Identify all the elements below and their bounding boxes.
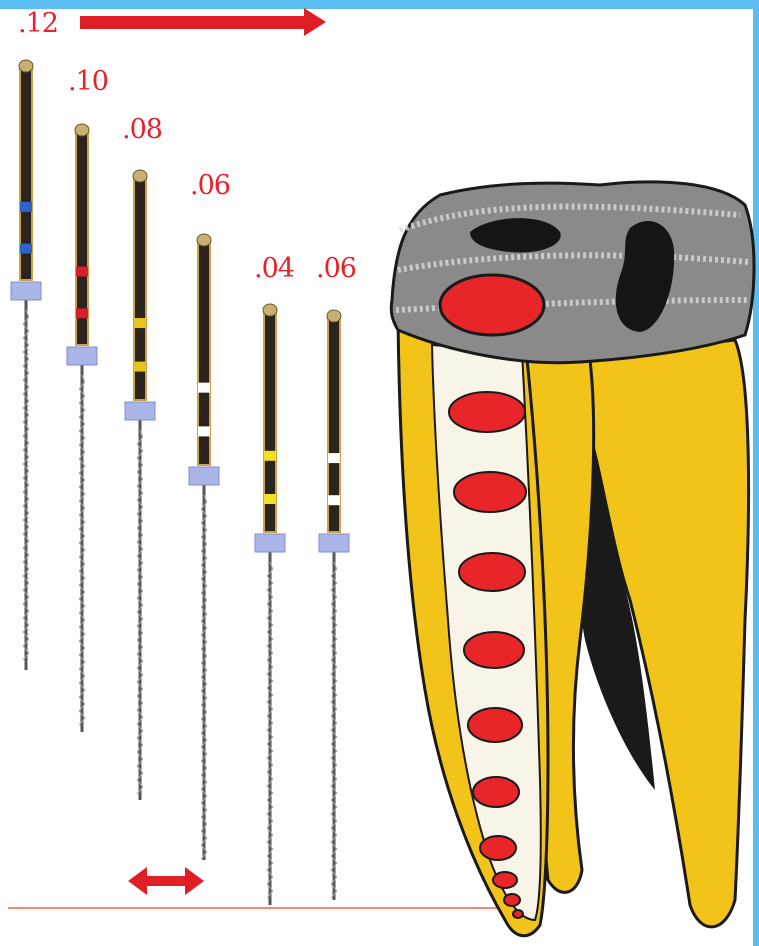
files-group	[11, 60, 349, 905]
file-rubber-stop	[125, 402, 155, 420]
canal-segment	[473, 777, 519, 807]
taper-label: .06	[190, 170, 230, 201]
canal-segment	[459, 553, 525, 591]
canal-segment	[480, 836, 516, 860]
file-color-band	[198, 426, 210, 436]
file-color-band	[134, 318, 146, 328]
tooth-illustration	[391, 182, 754, 936]
endo-file	[255, 304, 285, 905]
endo-file	[67, 124, 97, 732]
file-knob	[327, 310, 341, 322]
canal-segment	[513, 910, 523, 918]
canal-segment	[493, 872, 517, 888]
file-rubber-stop	[67, 347, 97, 365]
canal-segment	[464, 632, 524, 668]
file-color-band	[20, 244, 32, 254]
endo-file	[189, 234, 219, 860]
file-knob	[133, 170, 147, 182]
canal-orifice	[440, 275, 544, 335]
taper-label: .10	[68, 66, 108, 97]
endo-file	[11, 60, 41, 670]
file-color-band	[134, 362, 146, 372]
taper-label: .06	[316, 253, 356, 284]
file-color-band	[328, 495, 340, 505]
top-direction-arrow	[80, 8, 326, 36]
file-knob	[19, 60, 33, 72]
canal-segment	[468, 708, 522, 742]
canal-segment	[504, 894, 520, 906]
bottom-double-arrow	[128, 867, 204, 895]
file-knob	[263, 304, 277, 316]
file-knob	[197, 234, 211, 246]
file-color-band	[328, 453, 340, 463]
file-color-band	[264, 494, 276, 504]
file-color-band	[76, 308, 88, 318]
taper-label: .08	[122, 114, 162, 145]
file-rubber-stop	[11, 282, 41, 300]
file-color-band	[198, 383, 210, 393]
taper-label: .04	[254, 253, 294, 284]
file-rubber-stop	[319, 534, 349, 552]
endo-file	[319, 310, 349, 900]
file-color-band	[20, 202, 32, 212]
file-knob	[75, 124, 89, 136]
canal-segment	[449, 392, 525, 432]
file-rubber-stop	[189, 467, 219, 485]
endo-file	[125, 170, 155, 800]
file-color-band	[264, 451, 276, 461]
file-rubber-stop	[255, 534, 285, 552]
canal-segment	[454, 472, 526, 512]
taper-label: .12	[18, 8, 58, 39]
file-color-band	[76, 266, 88, 276]
